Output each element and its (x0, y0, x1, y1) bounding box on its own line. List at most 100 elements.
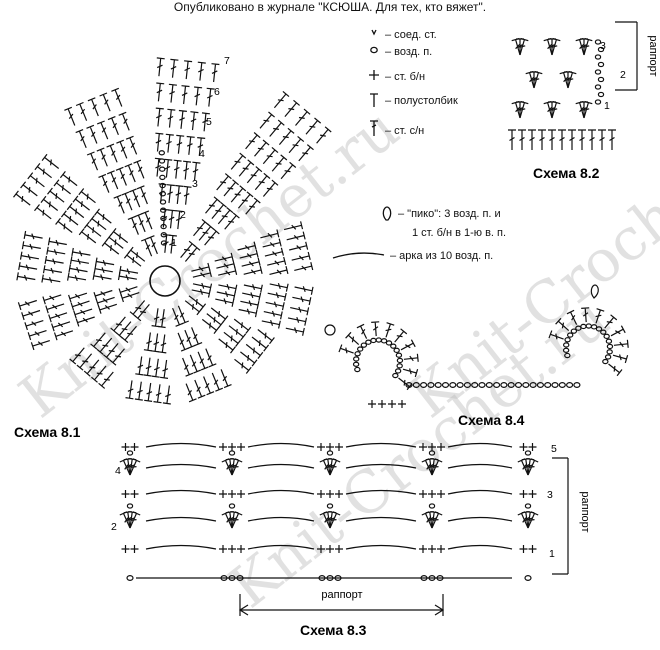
double-crochet (19, 251, 40, 261)
double-crochet-icon (370, 120, 378, 136)
double-crochet (204, 228, 220, 246)
double-crochet (156, 82, 165, 102)
double-crochet (109, 348, 125, 366)
double-crochet (168, 234, 177, 254)
double-crochet (115, 166, 127, 186)
chain-stitch (478, 382, 486, 389)
double-crochet (273, 90, 290, 109)
double-crochet (46, 246, 66, 256)
double-crochet (101, 239, 120, 255)
s81-row-2: 2 (180, 209, 186, 221)
single-crochet (130, 490, 139, 498)
double-crochet (608, 363, 623, 377)
chain-stitch (160, 223, 167, 230)
chain-stitch (394, 368, 402, 374)
chain-stitch (159, 207, 167, 213)
double-crochet (197, 351, 209, 371)
double-crochet (155, 107, 164, 127)
chain-stitch (228, 503, 236, 509)
double-crochet (214, 252, 234, 262)
chain-stitch (159, 182, 166, 189)
double-crochet (581, 307, 590, 323)
chain-stitch (353, 356, 360, 362)
double-crochet (119, 511, 131, 529)
chain-stitch (158, 158, 166, 164)
double-crochet (27, 330, 47, 341)
double-crochet (134, 213, 146, 233)
s83-row-2: 2 (111, 521, 117, 533)
double-crochet (216, 259, 236, 269)
arch (447, 463, 513, 469)
double-crochet (90, 332, 106, 350)
s81-row-1: 1 (171, 237, 177, 249)
chain-stitch (544, 382, 552, 389)
chain-stitch (370, 337, 377, 344)
double-crochet (280, 161, 297, 180)
single-crochet (519, 443, 528, 451)
double-crochet (518, 129, 526, 150)
double-crochet (237, 191, 254, 209)
double-crochet (134, 381, 143, 401)
double-crochet (220, 369, 232, 389)
chain-stitch (396, 357, 404, 364)
double-crochet (264, 247, 284, 257)
double-crochet (41, 274, 61, 283)
double-crochet (575, 37, 585, 56)
scheme-8-3-title: Схема 8.3 (300, 622, 367, 638)
scheme-8-1-motif (13, 57, 332, 405)
arch (247, 544, 315, 550)
chain-stitch (567, 332, 574, 338)
double-crochet (421, 458, 433, 476)
double-crochet (283, 221, 304, 231)
single-crochet (437, 490, 445, 498)
double-crochet (183, 160, 192, 180)
double-crochet (194, 86, 203, 106)
chain-stitch (441, 382, 450, 389)
double-crochet (245, 197, 261, 215)
half-double-crochet-icon (370, 93, 378, 107)
double-crochet (583, 100, 593, 119)
chain-stitch (524, 503, 532, 509)
arch (145, 442, 217, 448)
chain-stitch (159, 199, 167, 205)
double-crochet (70, 300, 90, 311)
legend-label-hdc: – полустолбик (385, 95, 458, 107)
double-crochet (87, 97, 99, 117)
s83-repeat-label-horizontal: раппорт (321, 589, 362, 601)
chain-stitch (158, 166, 166, 172)
single-crochet (219, 490, 227, 498)
double-crochet (548, 129, 556, 150)
s83-row-3: 3 (547, 489, 553, 501)
double-crochet (543, 37, 553, 56)
picot (590, 284, 599, 299)
double-crochet (98, 371, 114, 389)
double-crochet (13, 190, 31, 206)
double-crochet (153, 384, 162, 404)
double-crochet (140, 237, 153, 257)
double-crochet (21, 309, 41, 321)
s81-row-3: 3 (192, 178, 198, 190)
s82-repeat-label: раппорт (647, 35, 659, 76)
double-crochet (34, 163, 52, 179)
double-crochet (118, 286, 138, 297)
double-crochet (133, 159, 145, 179)
double-crochet (559, 70, 569, 89)
s84-ring (324, 324, 336, 336)
double-crochet (246, 166, 263, 184)
double-crochet (206, 313, 224, 329)
double-crochet (168, 83, 177, 103)
double-crochet (95, 296, 115, 307)
motif-center-ring (149, 265, 181, 297)
double-crochet (146, 235, 158, 255)
double-crochet (206, 87, 215, 107)
double-crochet (59, 171, 78, 187)
double-crochet (53, 179, 71, 195)
chain-stitch (357, 346, 364, 352)
double-crochet (16, 272, 36, 281)
double-crochet (60, 210, 79, 226)
chain-stitch (354, 351, 361, 357)
s83-row-4: 4 (115, 465, 121, 477)
single-crochet (419, 443, 427, 451)
double-crochet (385, 322, 395, 338)
arch (345, 489, 417, 495)
